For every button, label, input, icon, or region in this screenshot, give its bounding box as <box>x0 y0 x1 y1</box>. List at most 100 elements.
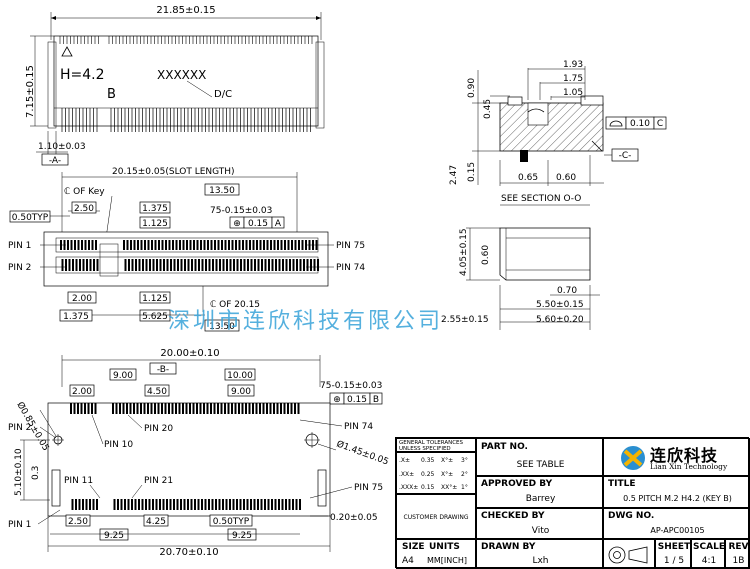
front-pin-upper <box>172 240 174 250</box>
sec-dim-left-3: 2.47 <box>449 165 459 185</box>
footprint-pad-top <box>217 403 219 414</box>
footprint-pad-top <box>266 403 268 414</box>
fp-bottom-typ: 0.50TYP <box>213 517 250 527</box>
fp-bottom-9-25-a: 9.25 <box>104 531 124 541</box>
front-pin-upper <box>298 240 300 250</box>
flatness-ref: C <box>657 119 663 129</box>
front-pin-lower <box>75 259 78 271</box>
footprint-pad-bottom <box>236 499 238 510</box>
front-pos-tol: 0.15 <box>248 219 268 229</box>
front-pin-upper <box>123 240 125 250</box>
footprint-pad-top <box>140 403 142 414</box>
footprint-side-pad <box>317 469 327 507</box>
front-pin-lower <box>208 259 211 271</box>
footprint-pad-top <box>84 403 86 414</box>
tol-1-c: X°± <box>441 471 454 478</box>
front-pin-lower <box>96 259 99 271</box>
front-pin-upper <box>81 240 83 250</box>
footprint-pad-bottom <box>145 499 147 510</box>
fp-pin-20: PIN 20 <box>144 424 173 434</box>
dwg-no-cell: DWG NO. AP-APC00105 <box>603 508 750 539</box>
footprint-pad-bottom <box>204 499 207 510</box>
footprint-pad-top <box>185 403 188 414</box>
sheet-cell: SHEET 1 / 5 <box>655 539 691 569</box>
front-pin-upper <box>182 240 185 250</box>
footprint-pad-bottom <box>288 499 291 510</box>
sheet-label: SHEET <box>657 542 691 552</box>
top-view-leads <box>61 108 311 132</box>
key-centerline: ℂ OF Key <box>64 187 105 197</box>
front-pin-1: PIN 1 <box>8 241 31 251</box>
fp-dim-10-00: 10.00 <box>227 371 253 381</box>
dwg-no-value: AP-APC00105 <box>650 526 705 535</box>
front-pin-lower <box>184 259 186 271</box>
front-pin-upper <box>245 240 248 250</box>
fp-pin-1: PIN 1 <box>8 520 31 530</box>
tolerance-header: GENERAL TOLERANCES UNLESS SPECIFIED <box>396 438 476 452</box>
tolerance-table: .X± 0.35 X°± 3° .XX± 0.25 X°± 2° .XXX± 0… <box>396 452 476 494</box>
front-pin-upper <box>252 240 255 250</box>
customer-drawing: CUSTOMER DRAWING <box>396 494 476 539</box>
footprint-pad-top <box>150 403 153 414</box>
front-pin-2: PIN 2 <box>8 263 31 273</box>
side-dim-3: 0.70 <box>557 286 577 296</box>
footprint-side-pad <box>51 469 61 507</box>
fp-pin-75: PIN 75 <box>354 483 383 493</box>
footprint-pad-bottom <box>264 499 266 510</box>
company-name-en: Lian Xin Technology <box>650 462 728 471</box>
front-pin-upper <box>126 240 129 250</box>
footprint-pad-top <box>73 403 76 414</box>
front-pin-upper <box>193 240 195 250</box>
footprint-pad-top <box>80 403 83 414</box>
front-pin-lower <box>292 259 295 271</box>
front-pin-upper <box>224 240 227 250</box>
side-dim-5: 2.55±0.15 <box>441 315 489 325</box>
sec-dim-b1: 0.65 <box>518 173 538 183</box>
footprint-pad-bottom <box>176 499 179 510</box>
fp-pin-21: PIN 21 <box>144 476 173 486</box>
footprint-pad-bottom <box>250 499 252 510</box>
footprint-pad-bottom <box>138 499 140 510</box>
footprint-pad-bottom <box>239 499 242 510</box>
tol-1-b: 0.25 <box>421 471 435 478</box>
footprint-pad-top <box>182 403 184 414</box>
footprint-pad-top <box>269 403 272 414</box>
footprint-pad-top <box>294 403 296 414</box>
footprint-pad-bottom <box>169 499 172 510</box>
footprint-pad-bottom <box>278 499 280 510</box>
fp-dim-2-00: 2.00 <box>72 387 92 397</box>
front-pin-lower <box>163 259 165 271</box>
dwg-no-label: DWG NO. <box>608 511 655 521</box>
front-pin-lower <box>254 259 256 271</box>
front-pin-75: PIN 75 <box>336 241 365 251</box>
fp-width-dim: 20.00±0.10 <box>160 348 219 359</box>
front-pin-lower <box>296 259 298 271</box>
footprint-pad-bottom <box>89 499 91 510</box>
footprint-pad-bottom <box>75 499 77 510</box>
footprint-pad-bottom <box>155 499 158 510</box>
footprint-pad-top <box>199 403 202 414</box>
fp-hole-dim-right: Ø1.45±0.05 <box>335 438 390 467</box>
watermark-text: 深圳市连欣科技有限公司 <box>168 309 443 334</box>
footprint-pad-bottom <box>124 499 126 510</box>
fp-bottom-4-25: 4.25 <box>146 517 166 527</box>
checked-cell: CHECKED BY Vito <box>476 508 603 539</box>
footprint-pad-bottom <box>274 499 277 510</box>
front-pin-lower <box>299 259 302 271</box>
footprint-pad-top <box>210 403 212 414</box>
scale-cell: SCALE 4:1 <box>691 539 725 569</box>
datum-c: -C- <box>619 151 632 161</box>
front-pin-lower <box>89 259 92 271</box>
front-pin-upper <box>301 240 304 250</box>
footprint-pad-top <box>252 403 254 414</box>
projection-icon <box>608 546 648 564</box>
front-pin-upper <box>207 240 209 250</box>
front-pin-lower <box>313 259 316 271</box>
side-dim-6: 5.60±0.20 <box>536 315 584 325</box>
front-pin-lower <box>194 259 197 271</box>
front-pin-upper <box>189 240 192 250</box>
sec-dim-1: 1.93 <box>563 60 583 70</box>
front-pin-lower <box>177 259 179 271</box>
front-pin-upper <box>280 240 283 250</box>
footprint-view: 20.00±0.10 -B- 9.00 10.00 2.00 4.50 9.00… <box>8 348 390 558</box>
